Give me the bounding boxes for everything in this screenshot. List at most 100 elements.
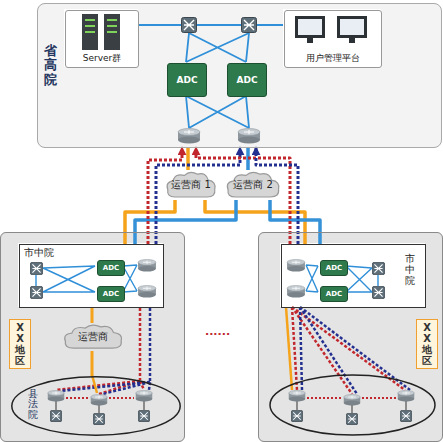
adc-box: ADC bbox=[320, 260, 348, 276]
server-box: Server群 bbox=[65, 10, 139, 68]
platform-box: 用户管理平台 bbox=[284, 10, 382, 68]
server-icon bbox=[85, 20, 117, 32]
router-icon bbox=[287, 259, 305, 271]
router-icon bbox=[48, 390, 65, 401]
province-wires bbox=[138, 25, 283, 128]
panel-fills bbox=[18, 243, 163, 307]
monitor-icon bbox=[295, 16, 367, 43]
city-court-box: ADC ADC 市中院 bbox=[19, 244, 164, 308]
region-panel: ADC ADC 市中院 XX 地区 bbox=[258, 232, 443, 442]
county-ellipse: 县法院 bbox=[11, 376, 181, 436]
switch-icon bbox=[372, 262, 384, 274]
router-icon bbox=[91, 394, 108, 405]
county-switch-icon bbox=[50, 410, 61, 421]
server-icon bbox=[82, 14, 120, 50]
county-switch-icon bbox=[138, 410, 149, 421]
adc-label: ADC bbox=[103, 290, 119, 298]
switch-icon bbox=[242, 18, 257, 33]
network-link bbox=[91, 308, 94, 323]
cloud-label: 运营商 1 bbox=[171, 178, 211, 192]
panel-fills bbox=[283, 9, 381, 67]
router-icon bbox=[136, 390, 153, 401]
cloud-label: 运营商 2 bbox=[233, 178, 273, 192]
county-lines bbox=[56, 307, 410, 413]
router-icon bbox=[48, 129, 415, 406]
router-icon bbox=[138, 259, 156, 271]
panel-fills bbox=[0, 232, 185, 442]
panel-fills bbox=[37, 3, 442, 148]
county-switch-icon bbox=[50, 410, 411, 424]
city-wires bbox=[306, 265, 318, 292]
county-switch-icon bbox=[400, 410, 411, 421]
region-label: XX 地区 bbox=[9, 319, 31, 369]
adc-box: ADC bbox=[97, 286, 125, 302]
monitor-icon bbox=[340, 19, 364, 35]
router-icon bbox=[289, 390, 306, 401]
network-link bbox=[135, 200, 236, 244]
panel-fills bbox=[280, 243, 425, 307]
carrier-cloud: 运营商 bbox=[61, 323, 125, 351]
province-wires bbox=[186, 33, 249, 62]
adc-label: ADC bbox=[176, 75, 197, 85]
province-wires bbox=[186, 96, 249, 128]
cloud-outline bbox=[65, 325, 122, 348]
box-label: Server群 bbox=[66, 52, 138, 65]
router-icon bbox=[138, 285, 156, 297]
network-link bbox=[91, 351, 94, 376]
monitor-icon bbox=[298, 19, 322, 35]
router-icon bbox=[344, 394, 361, 405]
adc-label: ADC bbox=[236, 75, 257, 85]
cloud-outline bbox=[227, 172, 278, 197]
county-switch-icon bbox=[346, 413, 357, 424]
switch-icon bbox=[372, 286, 384, 298]
adc-label: ADC bbox=[103, 264, 119, 272]
network-link bbox=[139, 308, 142, 380]
router-icon bbox=[287, 285, 305, 297]
monitor-icon bbox=[295, 16, 325, 38]
county-ellipse bbox=[270, 375, 435, 435]
ellipsis-label: ...... bbox=[205, 325, 230, 338]
router-icon bbox=[238, 129, 260, 144]
monitor-icon bbox=[349, 38, 355, 43]
region-panel: ADC ADC 市中院运营商县法院 XX 地区 bbox=[0, 232, 185, 442]
box-label: 市中院 bbox=[405, 253, 415, 286]
carrier-cloud: 运营商 1 bbox=[164, 170, 218, 200]
county-lines bbox=[286, 307, 292, 390]
adc-box: ADC bbox=[167, 63, 207, 97]
adc-box: ADC bbox=[97, 260, 125, 276]
city-court-box: ADC ADC 市中院 bbox=[281, 244, 426, 308]
province-wires bbox=[138, 24, 283, 26]
box-label: 用户管理平台 bbox=[285, 52, 381, 65]
box-label: 市中院 bbox=[24, 246, 54, 260]
adc-box: ADC bbox=[320, 286, 348, 302]
switch-icon bbox=[30, 262, 42, 274]
county-switch-icon bbox=[93, 413, 104, 424]
county-switch-icon bbox=[291, 410, 302, 421]
network-link bbox=[149, 308, 152, 383]
region-label: XX 地区 bbox=[416, 319, 438, 369]
carrier-cloud: 运营商 2 bbox=[224, 170, 282, 200]
switch-icon bbox=[30, 286, 42, 298]
adc-label: ADC bbox=[326, 264, 342, 272]
city-wires bbox=[36, 266, 95, 292]
router-icon bbox=[398, 390, 415, 401]
network-link bbox=[270, 200, 320, 244]
county-lines bbox=[300, 307, 410, 394]
panel-fills bbox=[0, 3, 443, 442]
panel-fills bbox=[64, 9, 138, 67]
switch-icon bbox=[30, 18, 384, 299]
network-link bbox=[125, 200, 175, 244]
monitor-icon bbox=[337, 16, 367, 38]
ellipse-outline bbox=[12, 377, 180, 435]
city-wires bbox=[123, 265, 137, 292]
county-label: 县法院 bbox=[28, 389, 38, 420]
switch-icon bbox=[182, 18, 197, 33]
panel-title: 省高院 bbox=[44, 44, 57, 87]
county-lines bbox=[92, 375, 97, 393]
adc-label: ADC bbox=[326, 290, 342, 298]
monitor-icon bbox=[307, 38, 313, 43]
adc-box: ADC bbox=[227, 63, 267, 97]
city-wires bbox=[346, 266, 378, 292]
panel-fills bbox=[258, 232, 443, 442]
